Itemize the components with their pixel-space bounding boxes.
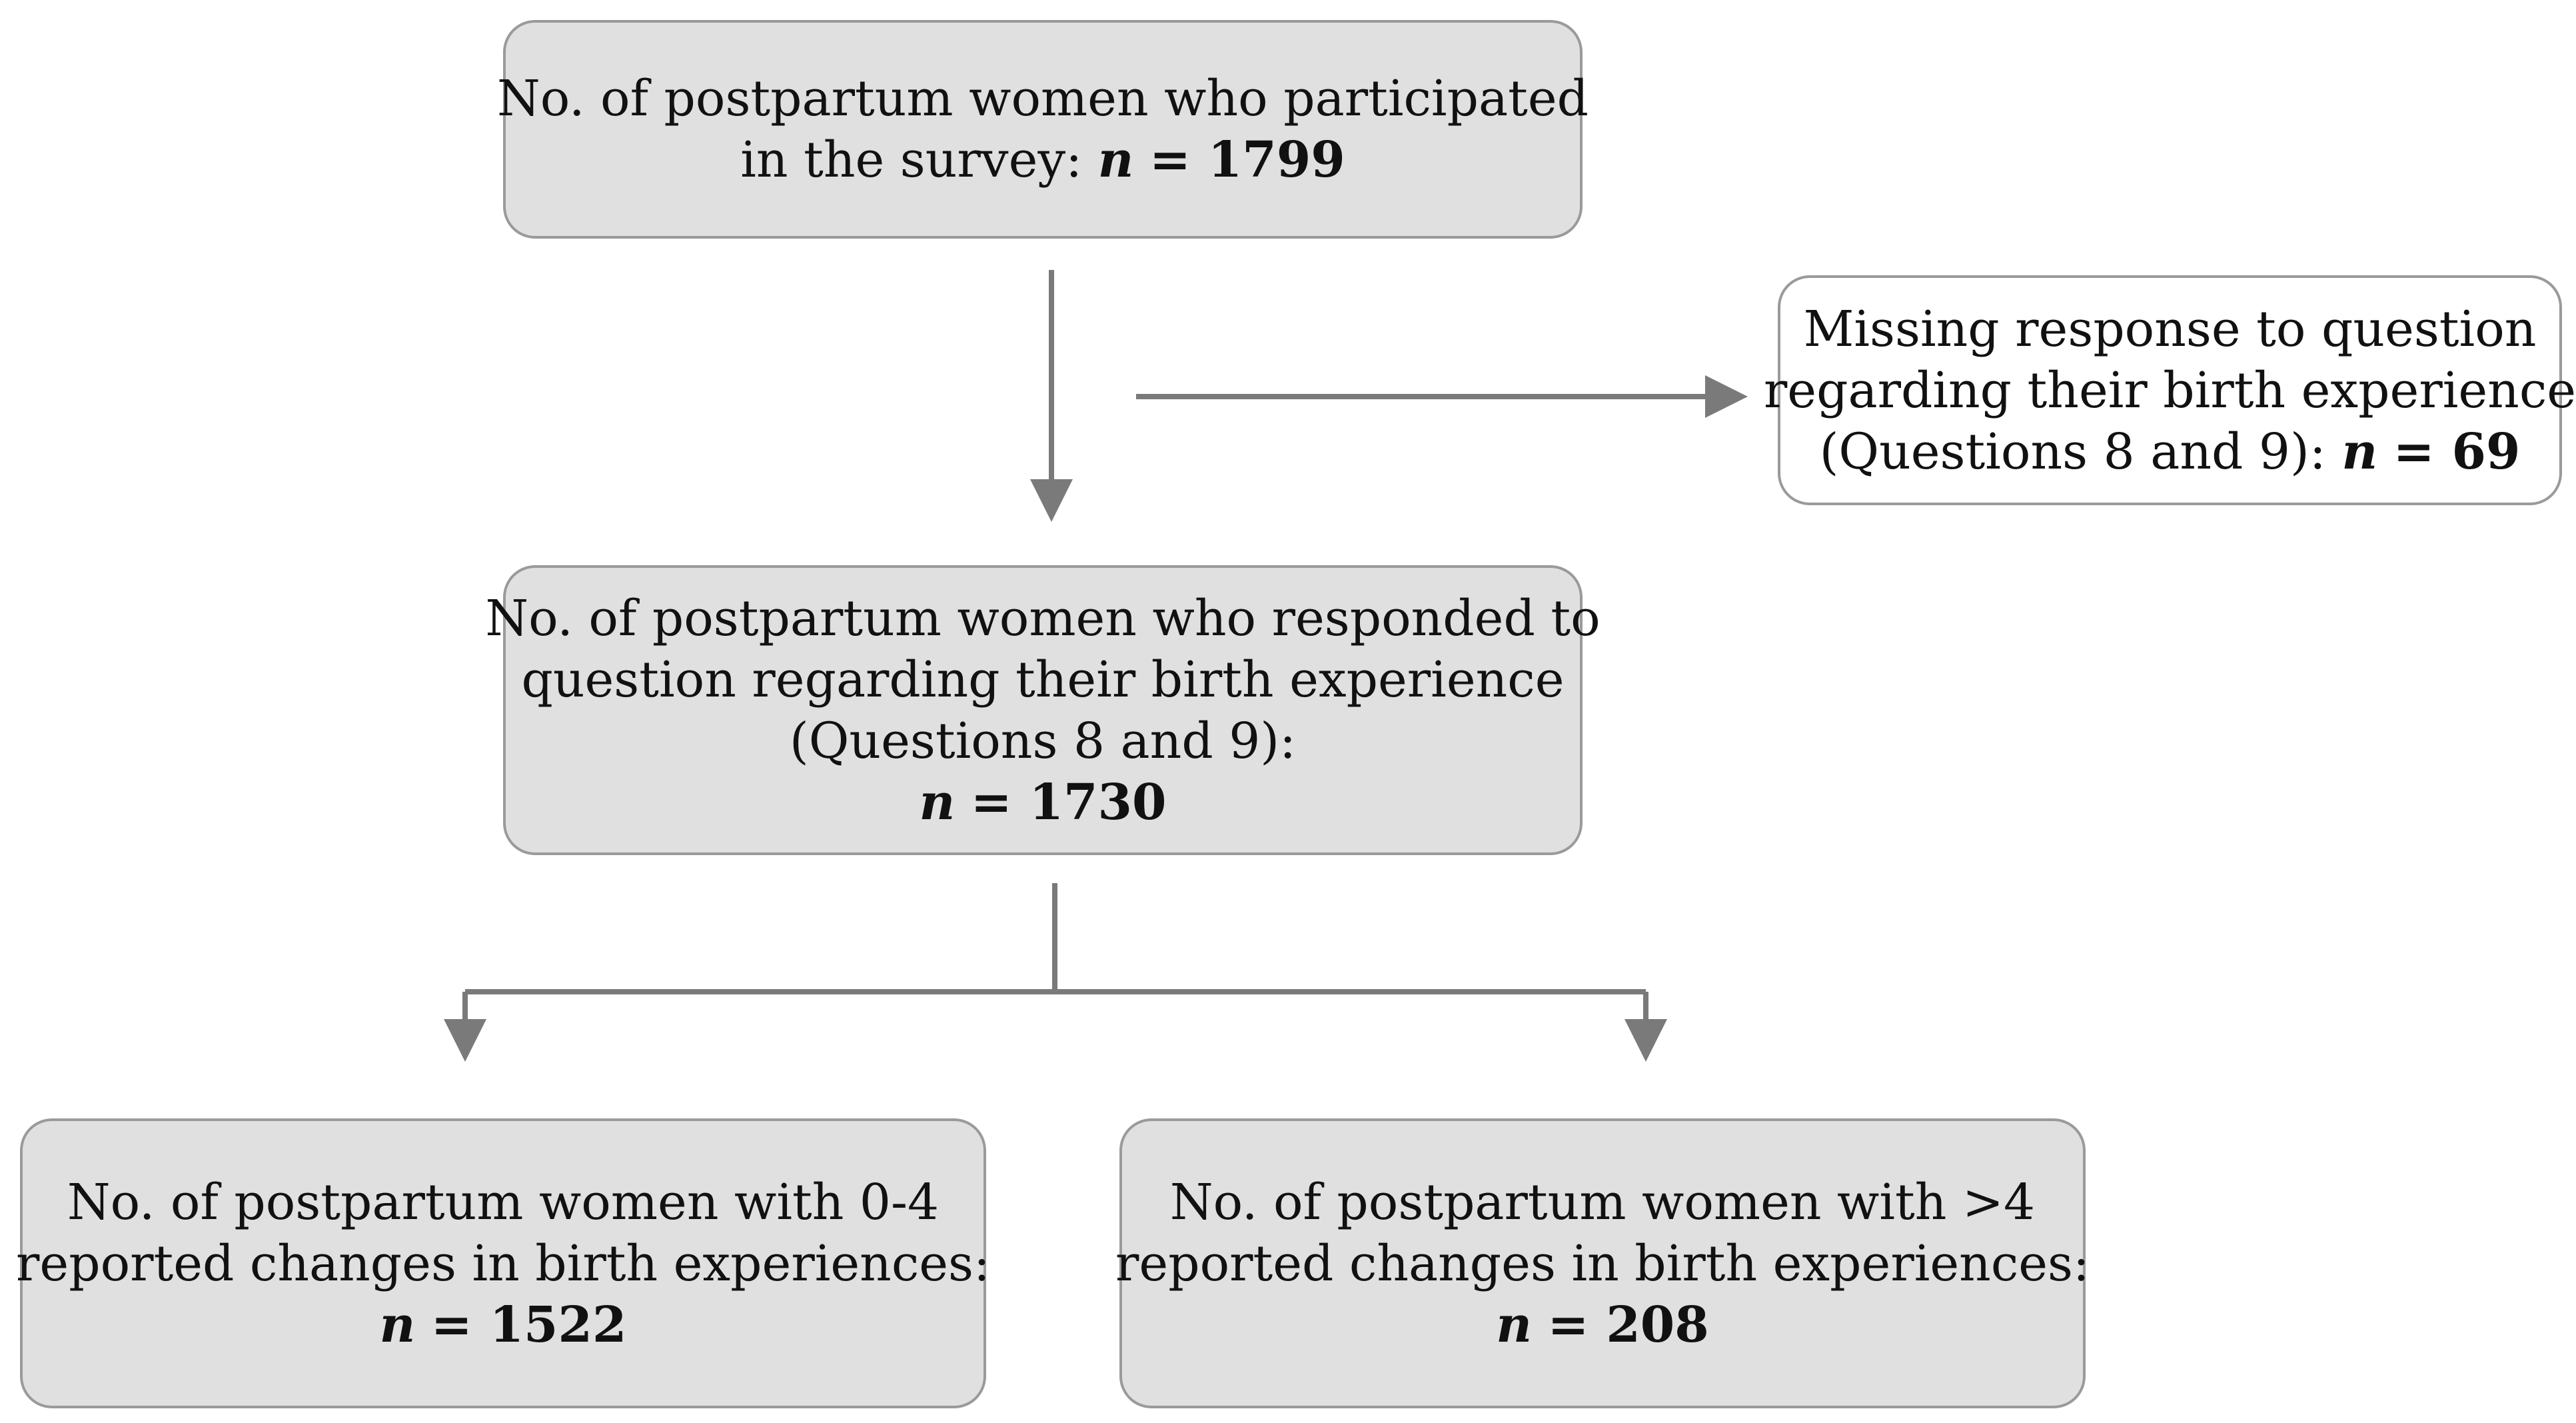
participated-line-2: in the survey: n = 1799	[740, 129, 1345, 191]
missing-line-2: regarding their birth experience	[1763, 361, 2576, 419]
responded-line-2: question regarding their birth experienc…	[521, 651, 1565, 709]
changes-low-line-3: n = 1522	[379, 1294, 626, 1356]
responded-line-3: (Questions 8 and 9):	[789, 712, 1297, 770]
missing-n-var: n	[2341, 423, 2378, 481]
missing-line-1: Missing response to question	[1803, 300, 2537, 358]
missing-prefix: (Questions 8 and 9):	[1819, 423, 2342, 481]
missing-n-value: = 69	[2393, 423, 2521, 481]
responded-n-value: = 1730	[970, 773, 1167, 831]
responded-line-4: n = 1730	[919, 772, 1166, 833]
missing-line-3: (Questions 8 and 9): n = 69	[1820, 421, 2521, 483]
participated-box: No. of postpartum women who participated…	[497, 20, 1589, 239]
responded-box: No. of postpartum women who responded to…	[485, 565, 1601, 855]
participated-n-var: n	[1097, 131, 1134, 189]
changes-high-line-3: n = 208	[1496, 1294, 1709, 1356]
changes-low-n-value: = 1522	[430, 1296, 627, 1354]
changes-high-line-1: No. of postpartum women with >4	[1169, 1173, 2036, 1231]
changes-low-line-1: No. of postpartum women with 0-4	[67, 1173, 940, 1231]
participated-prefix: in the survey:	[740, 131, 1098, 189]
missing-box: Missing response to question regarding t…	[1764, 275, 2576, 505]
participated-line-1: No. of postpartum women who participated	[497, 70, 1589, 127]
changes-low-line-2: reported changes in birth experiences:	[16, 1234, 990, 1292]
changes-high-n-value: = 208	[1547, 1296, 1709, 1354]
changes-high-box: No. of postpartum women with >4 reported…	[1115, 1118, 2090, 1408]
responded-line-1: No. of postpartum women who responded to	[485, 589, 1601, 647]
changes-low-box: No. of postpartum women with 0-4 reporte…	[16, 1118, 990, 1408]
participated-n-value: = 1799	[1149, 131, 1345, 189]
responded-n-var: n	[919, 773, 956, 831]
changes-high-n-var: n	[1496, 1296, 1533, 1354]
changes-low-n-var: n	[379, 1296, 416, 1354]
changes-high-line-2: reported changes in birth experiences:	[1115, 1234, 2090, 1292]
